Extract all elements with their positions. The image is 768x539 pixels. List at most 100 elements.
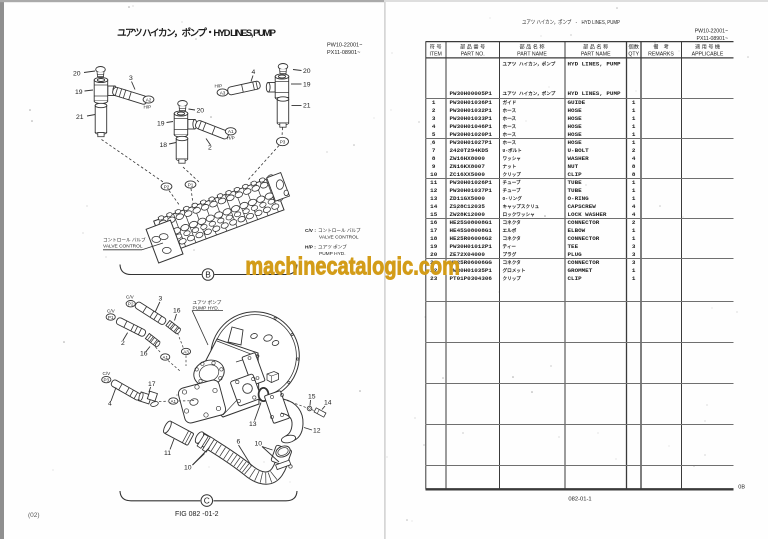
svg-text:ホース: ホース	[503, 131, 517, 138]
svg-text:PW30H01012P1: PW30H01012P1	[450, 243, 493, 250]
svg-text:20: 20	[303, 68, 311, 75]
svg-text:1: 1	[632, 275, 636, 282]
svg-text:6: 6	[432, 139, 436, 146]
svg-text:TEE: TEE	[568, 243, 579, 250]
svg-text:10: 10	[255, 441, 263, 448]
svg-text:HYD LINES, PUMP: HYD LINES, PUMP	[568, 61, 621, 68]
svg-text:1: 1	[632, 107, 636, 114]
svg-text:21: 21	[430, 259, 438, 266]
svg-text:コントロール バルブ: コントロール バルブ	[318, 227, 361, 233]
svg-text:H/P: H/P	[144, 105, 152, 110]
svg-text:P3: P3	[103, 377, 109, 382]
svg-text:8: 8	[632, 171, 636, 178]
svg-text:4: 4	[432, 123, 436, 130]
svg-text:13: 13	[249, 421, 257, 428]
svg-text:PART NAME: PART NAME	[581, 52, 611, 58]
svg-text:HOSE: HOSE	[568, 107, 583, 114]
svg-text:1: 1	[632, 235, 636, 242]
svg-text:16: 16	[140, 351, 148, 358]
svg-text:CLIP: CLIP	[568, 275, 583, 282]
svg-text:8: 8	[432, 155, 436, 162]
svg-text:コントロール バルブ: コントロール バルブ	[103, 237, 146, 243]
svg-text:ホース: ホース	[503, 107, 517, 114]
svg-text:ホース: ホース	[503, 123, 517, 130]
svg-text:19: 19	[75, 89, 83, 96]
svg-text:個数: 個数	[629, 43, 640, 51]
svg-text:CAPSCREW: CAPSCREW	[568, 203, 597, 210]
svg-text:10: 10	[430, 171, 438, 178]
svg-text:備 考: 備 考	[653, 43, 669, 51]
svg-text:GUIDE: GUIDE	[568, 99, 586, 106]
svg-text:ガイド: ガイド	[503, 99, 517, 106]
svg-text:PW10-22001~: PW10-22001~	[327, 43, 362, 49]
svg-text:1: 1	[632, 187, 636, 194]
svg-text:エルボ: エルボ	[503, 227, 517, 234]
svg-text:QTY: QTY	[628, 52, 639, 58]
svg-text:3: 3	[632, 259, 636, 266]
svg-text:1: 1	[632, 195, 636, 202]
svg-text:4: 4	[252, 69, 256, 76]
svg-text:PW30H01026P1: PW30H01026P1	[450, 179, 493, 186]
svg-text:コネクタ: コネクタ	[503, 219, 522, 226]
svg-text:部 品 番 号: 部 品 番 号	[460, 43, 485, 51]
svg-text:2: 2	[121, 340, 125, 347]
svg-text:PART NAME: PART NAME	[517, 52, 547, 58]
svg-text:PW30H01035P1: PW30H01035P1	[450, 267, 493, 274]
svg-text:14: 14	[430, 203, 438, 210]
svg-text:ELBOW: ELBOW	[568, 227, 586, 234]
svg-text:LOCK WASHER: LOCK WASHER	[568, 211, 607, 218]
svg-text:6: 6	[237, 439, 241, 446]
svg-text:1: 1	[632, 267, 636, 274]
svg-text:ZE72X04000: ZE72X04000	[450, 251, 486, 258]
svg-text:2: 2	[632, 147, 636, 154]
svg-text:HE45S08008G1: HE45S08008G1	[450, 227, 493, 234]
svg-text:CONNECTOR: CONNECTOR	[568, 259, 600, 266]
svg-text:キャップスクリュ: キャップスクリュ	[503, 203, 540, 210]
svg-text:7: 7	[432, 147, 436, 154]
svg-text:P1: P1	[188, 182, 194, 187]
svg-text:P2: P2	[128, 302, 134, 307]
svg-text:1: 1	[432, 99, 436, 106]
svg-text:PUMP HYD.: PUMP HYD.	[319, 251, 346, 257]
svg-text:22: 22	[430, 267, 438, 274]
svg-text:1: 1	[632, 115, 636, 122]
svg-text:チューブ: チューブ	[503, 187, 522, 194]
svg-text:19: 19	[303, 82, 311, 89]
svg-text:5: 5	[432, 131, 436, 138]
svg-text:GROMMET: GROMMET	[568, 267, 593, 274]
svg-text:C/V: C/V	[107, 308, 116, 313]
svg-text:16: 16	[173, 308, 181, 315]
svg-text:21: 21	[76, 114, 84, 121]
svg-text:17: 17	[148, 381, 156, 388]
svg-text:ユアツ ポンプ: ユアツ ポンプ	[193, 299, 222, 306]
svg-text:PX11-08901~: PX11-08901~	[327, 50, 360, 56]
svg-text:O-RING: O-RING	[568, 195, 590, 202]
svg-text:HYD LINES, PUMP: HYD LINES, PUMP	[568, 90, 621, 97]
svg-text:19: 19	[430, 243, 438, 250]
svg-text:部 品 名 称: 部 品 名 称	[519, 43, 544, 51]
svg-text:P1: P1	[108, 315, 114, 320]
svg-text:3: 3	[129, 75, 133, 82]
svg-text:H/P :: H/P :	[305, 245, 316, 251]
svg-text:A1: A1	[170, 399, 176, 404]
svg-text:PW30H01027P1: PW30H01027P1	[450, 139, 493, 146]
svg-text:PW30H01037P1: PW30H01037P1	[450, 187, 493, 194]
svg-text:3: 3	[632, 243, 636, 250]
svg-text:15: 15	[308, 394, 316, 401]
svg-text:20: 20	[73, 71, 81, 78]
svg-text:ホース: ホース	[503, 139, 517, 146]
svg-text:ユアツ ハイカン，ポンプ - HYD LINES, PUMP: ユアツ ハイカン，ポンプ - HYD LINES, PUMP	[522, 18, 620, 26]
svg-text:ZD11GX5000: ZD11GX5000	[450, 195, 486, 202]
svg-text:PW30H01033P1: PW30H01033P1	[450, 115, 493, 122]
svg-text:B: B	[205, 270, 211, 280]
svg-text:16: 16	[430, 219, 438, 226]
svg-text:VALVE CONTROL: VALVE CONTROL	[319, 235, 359, 241]
svg-text:1: 1	[632, 123, 636, 130]
svg-text:TUBE: TUBE	[568, 187, 583, 194]
svg-text:コネクタ: コネクタ	[503, 259, 522, 266]
svg-text:WASHER: WASHER	[568, 155, 590, 162]
svg-text:U-BOLT: U-BOLT	[568, 147, 590, 154]
svg-text:ZC16XX5000: ZC16XX5000	[450, 171, 486, 178]
svg-text:P3: P3	[280, 139, 286, 144]
svg-text:12: 12	[430, 187, 438, 194]
